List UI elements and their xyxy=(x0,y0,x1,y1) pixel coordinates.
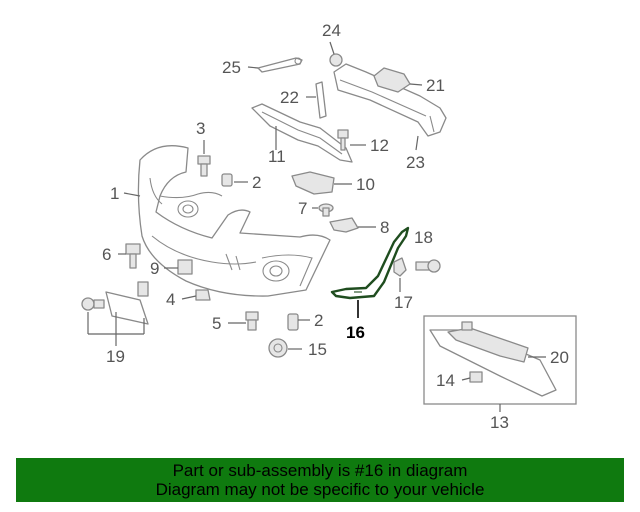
callout-9[interactable]: 9 xyxy=(150,259,159,278)
clip-4[interactable] xyxy=(195,289,211,301)
bolt-5[interactable] xyxy=(245,311,259,331)
callout-7[interactable]: 7 xyxy=(298,199,307,218)
callout-19[interactable]: 19 xyxy=(106,347,125,366)
callout-14[interactable]: 14 xyxy=(436,371,455,390)
clip-14[interactable] xyxy=(469,371,483,383)
callout-23[interactable]: 23 xyxy=(406,153,425,172)
callout-16-highlighted[interactable]: 16 xyxy=(346,323,365,342)
disclaimer-line: Diagram may not be specific to your vehi… xyxy=(155,480,485,499)
bolt-12[interactable] xyxy=(337,129,349,151)
part-info-line: Part or sub-assembly is #16 in diagram xyxy=(172,461,468,480)
callout-15[interactable]: 15 xyxy=(308,340,327,359)
bracket-8[interactable] xyxy=(329,217,359,233)
callout-12[interactable]: 12 xyxy=(370,136,389,155)
bumper-cover[interactable] xyxy=(137,145,331,297)
callout-2-upper[interactable]: 2 xyxy=(252,173,261,192)
callout-1[interactable]: 1 xyxy=(110,184,119,203)
callout-3[interactable]: 3 xyxy=(196,119,205,138)
nut-9[interactable] xyxy=(177,259,193,275)
grommet-15[interactable] xyxy=(268,338,288,358)
callout-21[interactable]: 21 xyxy=(426,76,445,95)
callout-labels: 1 2 3 24 25 21 22 11 12 23 10 7 8 6 9 4 … xyxy=(102,21,569,432)
callout-22[interactable]: 22 xyxy=(280,88,299,107)
callout-2-lower[interactable]: 2 xyxy=(314,311,323,330)
bolt-6[interactable] xyxy=(125,243,141,269)
plate-assembly-19[interactable] xyxy=(81,281,149,325)
bolt-18[interactable] xyxy=(415,259,441,273)
callout-18[interactable]: 18 xyxy=(414,228,433,247)
bracket-10[interactable] xyxy=(291,171,335,195)
part-info-banner: Part or sub-assembly is #16 in diagram D… xyxy=(16,458,624,502)
clip-2-upper[interactable] xyxy=(221,173,233,187)
bracket-22[interactable] xyxy=(315,81,327,119)
clip-2-lower[interactable] xyxy=(287,313,299,331)
clip-17[interactable] xyxy=(393,257,407,277)
callout-5[interactable]: 5 xyxy=(212,314,221,333)
callout-4[interactable]: 4 xyxy=(166,290,175,309)
callout-11[interactable]: 11 xyxy=(268,147,286,166)
rod-25[interactable] xyxy=(257,57,303,73)
bolt-3[interactable] xyxy=(197,155,211,177)
callout-8[interactable]: 8 xyxy=(380,218,389,237)
clip-7[interactable] xyxy=(318,203,334,217)
upper-retainer[interactable] xyxy=(251,103,353,163)
callout-25[interactable]: 25 xyxy=(222,58,241,77)
clip-24[interactable] xyxy=(329,53,343,67)
callout-10[interactable]: 10 xyxy=(356,175,375,194)
callout-24[interactable]: 24 xyxy=(322,21,341,40)
callout-17[interactable]: 17 xyxy=(394,293,413,312)
callout-6[interactable]: 6 xyxy=(102,245,111,264)
lower-molding-16[interactable] xyxy=(330,226,410,300)
callout-20[interactable]: 20 xyxy=(550,348,569,367)
reinforcement-bar[interactable] xyxy=(333,63,447,137)
parts-diagram: 1 2 3 24 25 21 22 11 12 23 10 7 8 6 9 4 … xyxy=(81,21,577,432)
leader-lines xyxy=(87,41,546,412)
callout-13[interactable]: 13 xyxy=(490,413,509,432)
